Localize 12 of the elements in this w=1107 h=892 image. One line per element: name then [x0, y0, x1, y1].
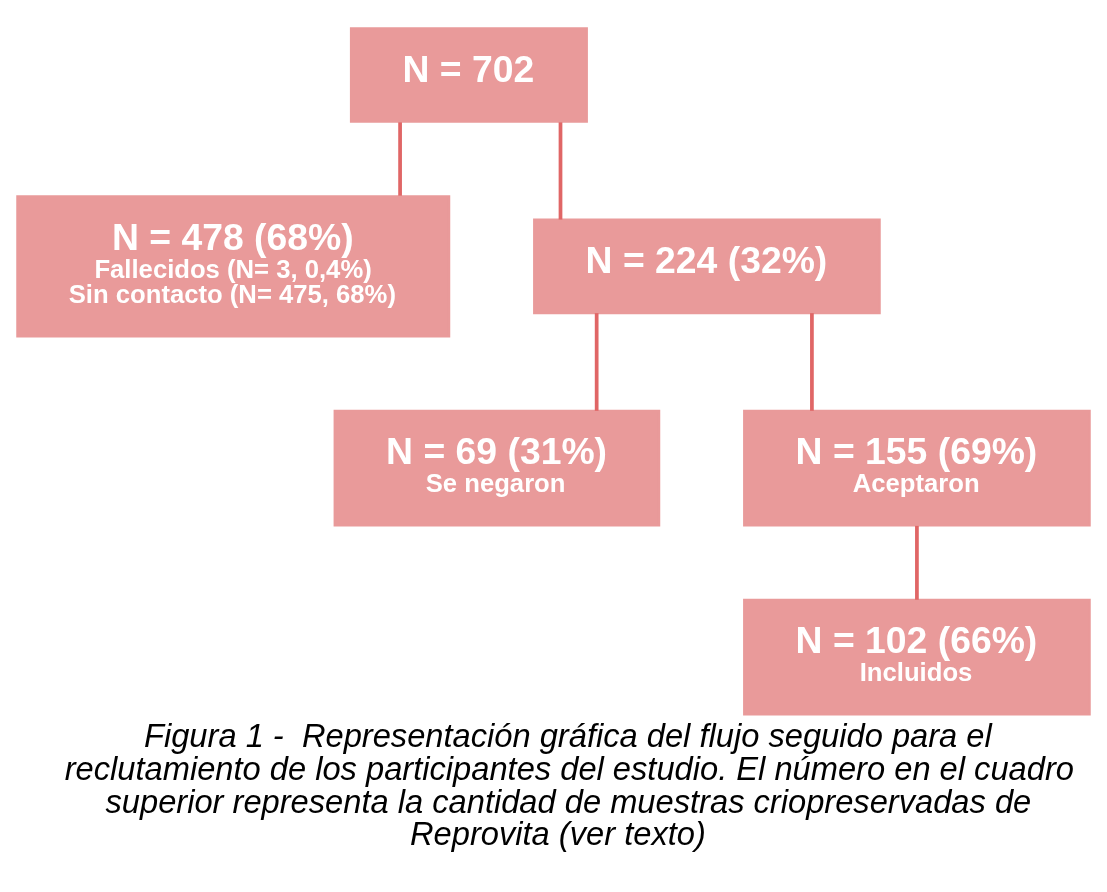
- node-box: N = 102 (66%) Incluidos: [743, 598, 1091, 716]
- connector: [558, 122, 563, 220]
- connector: [398, 122, 402, 196]
- node-box: N = 702: [349, 27, 588, 123]
- node-box: N = 69 (31%) Se negaron: [333, 409, 661, 527]
- connector: [810, 313, 814, 411]
- connector: [594, 313, 599, 411]
- caption: Figura 1 - Representación gráfica del flujo seguido para el reclutamiento de los participantes del estudio. El número en el cuadro superior representa la cantidad de muestras criopreservadas de Reprovita (ver texto): [64, 717, 1074, 853]
- node-box: N = 478 (68%) Fallecidos (N= 3, 0,4%) Sin contacto (N= 475, 68%): [16, 195, 451, 338]
- node-box: N = 155 (69%) Aceptaron: [743, 409, 1091, 527]
- connector: [915, 525, 919, 600]
- node-box: N = 224 (32%): [533, 218, 881, 315]
